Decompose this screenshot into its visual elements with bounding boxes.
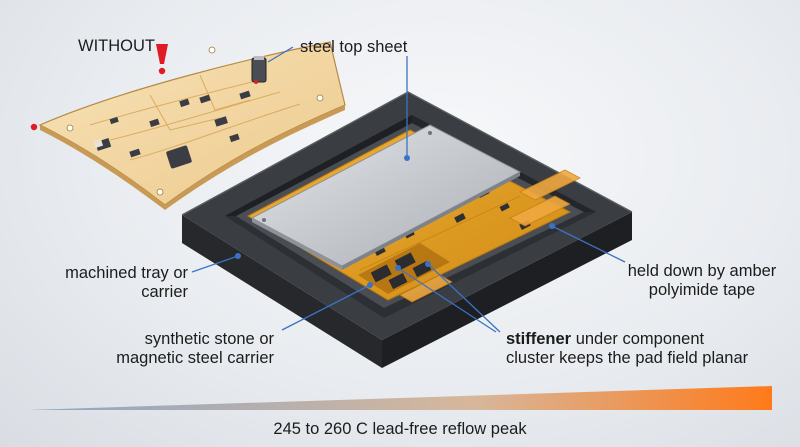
warning-dot [30, 123, 38, 131]
label-stiffener-rest: under component [571, 330, 705, 348]
label-stone-line2: magnetic steel carrier [116, 349, 274, 367]
label-stone-line1: synthetic stone or [144, 330, 274, 348]
callout-lines [191, 46, 626, 333]
label-without: WITHOUT [78, 37, 155, 55]
label-tray-line2: carrier [141, 283, 188, 301]
label-carrier-material: synthetic stone or magnetic steel carrie… [82, 330, 274, 368]
warning-exclamation-icon [156, 44, 168, 75]
label-tape-line2: polyimide tape [648, 281, 756, 299]
label-polyimide-tape: held down by amber polyimide tape [614, 262, 790, 300]
label-reflow-peak: 245 to 260 C lead-free reflow peak [273, 420, 527, 438]
label-stiffener-line2: cluster keeps the pad field planar [506, 349, 749, 367]
label-tape-line1: held down by amber [627, 262, 777, 280]
steel-top-sheet [250, 124, 522, 270]
label-steel-top-sheet: steel top sheet [300, 38, 408, 56]
label-stiffener: stiffener under component cluster keeps … [506, 330, 748, 368]
label-tray-line1: machined tray or [65, 264, 188, 282]
warped-pcb [38, 41, 346, 210]
label-machined-tray: machined tray or carrier [40, 264, 188, 302]
label-stiffener-bold: stiffener [506, 330, 572, 348]
polyimide-tape [399, 169, 581, 303]
reflow-temperature-ramp [28, 386, 772, 410]
callout-dots [235, 155, 555, 288]
